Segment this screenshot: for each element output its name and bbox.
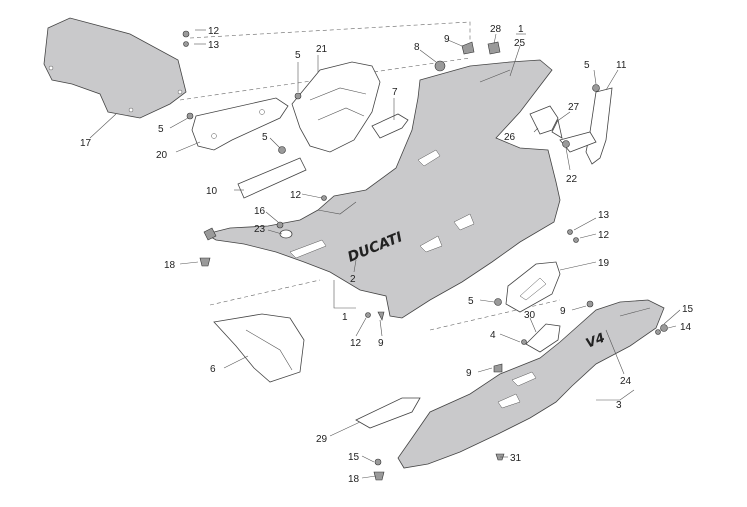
callout-24: 24 bbox=[620, 376, 632, 387]
v4-model-text: V4 bbox=[584, 331, 607, 352]
clip-7 bbox=[371, 113, 409, 139]
nut-9-lower bbox=[493, 363, 503, 373]
washer-15 bbox=[655, 329, 661, 335]
leader-lines bbox=[89, 29, 681, 479]
callout-labels: 12 13 17 21 5 7 5 20 5 10 12 16 23 18 8 … bbox=[80, 24, 694, 485]
screw-9-mid bbox=[586, 300, 594, 308]
panel-21 bbox=[291, 61, 381, 153]
callout-5-c: 5 bbox=[262, 132, 268, 143]
callout-30: 30 bbox=[524, 310, 536, 321]
callout-17: 17 bbox=[80, 138, 92, 149]
screw-5-d bbox=[494, 298, 502, 306]
callout-22: 22 bbox=[566, 174, 578, 185]
strip-10 bbox=[237, 157, 307, 199]
callout-16: 16 bbox=[254, 206, 266, 217]
callout-2: 2 bbox=[350, 274, 356, 285]
callout-9-top: 9 bbox=[444, 34, 450, 45]
callout-21: 21 bbox=[316, 44, 328, 55]
bracket-20 bbox=[191, 97, 289, 151]
callout-9-bottom: 9 bbox=[378, 338, 384, 349]
callout-31: 31 bbox=[510, 453, 522, 464]
bracket-30 bbox=[525, 323, 561, 353]
clip-9-bottom bbox=[377, 311, 385, 321]
callout-7: 7 bbox=[392, 87, 398, 98]
screw-4 bbox=[521, 339, 527, 345]
callout-1-top: 1 bbox=[518, 24, 524, 35]
callout-12-right: 12 bbox=[598, 230, 610, 241]
callout-26: 26 bbox=[504, 132, 516, 143]
callout-20: 20 bbox=[156, 150, 168, 161]
callout-12-bottom: 12 bbox=[350, 338, 362, 349]
washer-15-bottom bbox=[374, 458, 382, 466]
callout-4: 4 bbox=[490, 330, 496, 341]
bracket-11 bbox=[559, 84, 613, 165]
callout-8: 8 bbox=[414, 42, 420, 53]
callout-6: 6 bbox=[210, 364, 216, 375]
bracket-26 bbox=[529, 105, 563, 139]
strip-29 bbox=[355, 397, 421, 429]
assembly-dashed-lines bbox=[179, 21, 561, 331]
panel-6 bbox=[213, 313, 305, 383]
callout-12-top: 12 bbox=[208, 26, 220, 37]
callout-15-bottom: 15 bbox=[348, 452, 360, 463]
callout-14: 14 bbox=[680, 322, 692, 333]
hardware-top bbox=[182, 30, 501, 267]
callout-13-top: 13 bbox=[208, 40, 220, 51]
main-fairing-1: DUCATI bbox=[204, 59, 561, 319]
callout-5-d: 5 bbox=[468, 296, 474, 307]
callout-18-left: 18 bbox=[164, 260, 176, 271]
callout-9-lower: 9 bbox=[466, 368, 472, 379]
callout-15-right: 15 bbox=[682, 304, 694, 315]
callout-9-mid: 9 bbox=[560, 306, 566, 317]
plate-19 bbox=[505, 261, 561, 313]
callout-11: 11 bbox=[616, 60, 627, 71]
screw-12-bottom bbox=[365, 312, 371, 318]
callout-28: 28 bbox=[490, 24, 502, 35]
callout-25: 25 bbox=[514, 38, 526, 49]
callout-5-b: 5 bbox=[158, 124, 164, 135]
callout-27: 27 bbox=[568, 102, 580, 113]
screw-14 bbox=[660, 324, 668, 332]
callout-5-right: 5 bbox=[584, 60, 590, 71]
belly-fairing-3: V4 bbox=[397, 299, 665, 469]
callout-23: 23 bbox=[254, 224, 266, 235]
callout-10: 10 bbox=[206, 186, 218, 197]
callout-18-bottom: 18 bbox=[348, 474, 360, 485]
callout-19: 19 bbox=[598, 258, 610, 269]
callout-29: 29 bbox=[316, 434, 328, 445]
callout-3: 3 bbox=[616, 400, 622, 411]
screw-12-right bbox=[573, 237, 579, 243]
callout-13-right: 13 bbox=[598, 210, 610, 221]
screw-18-bottom bbox=[373, 471, 385, 481]
callout-12-mid: 12 bbox=[290, 190, 302, 201]
callout-5-a: 5 bbox=[295, 50, 301, 61]
screw-13 bbox=[567, 229, 573, 235]
callout-1-bottom: 1 bbox=[342, 312, 348, 323]
panel-17 bbox=[43, 17, 187, 119]
